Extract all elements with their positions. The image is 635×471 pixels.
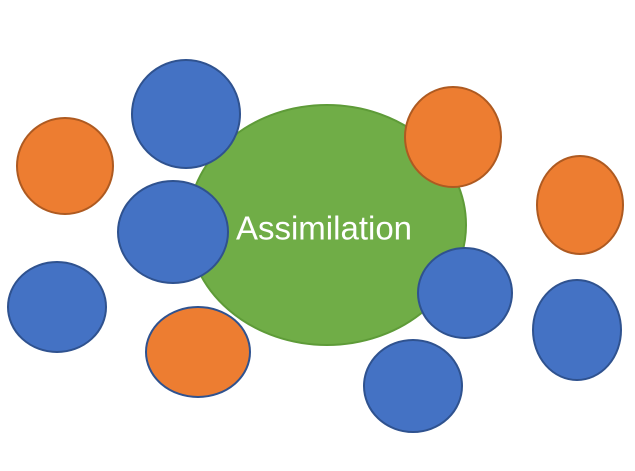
center-layer: Assimilation <box>187 104 467 346</box>
satellite-orange-top-right[interactable] <box>404 86 502 188</box>
satellite-blue-left-middle[interactable] <box>117 180 229 284</box>
satellite-orange-bottom-left[interactable] <box>145 306 251 398</box>
center-ellipse-label: Assimilation <box>236 210 412 247</box>
satellite-orange-right[interactable] <box>536 155 624 255</box>
satellite-blue-top-left[interactable] <box>131 59 241 169</box>
satellites-front-layer <box>7 59 624 433</box>
satellite-blue-bottom-center[interactable] <box>363 339 463 433</box>
satellite-blue-bottom-right[interactable] <box>532 279 622 381</box>
satellite-blue-bottom-left[interactable] <box>7 261 107 353</box>
satellite-orange-top-left[interactable] <box>16 117 114 215</box>
satellite-blue-right-middle[interactable] <box>417 247 513 339</box>
